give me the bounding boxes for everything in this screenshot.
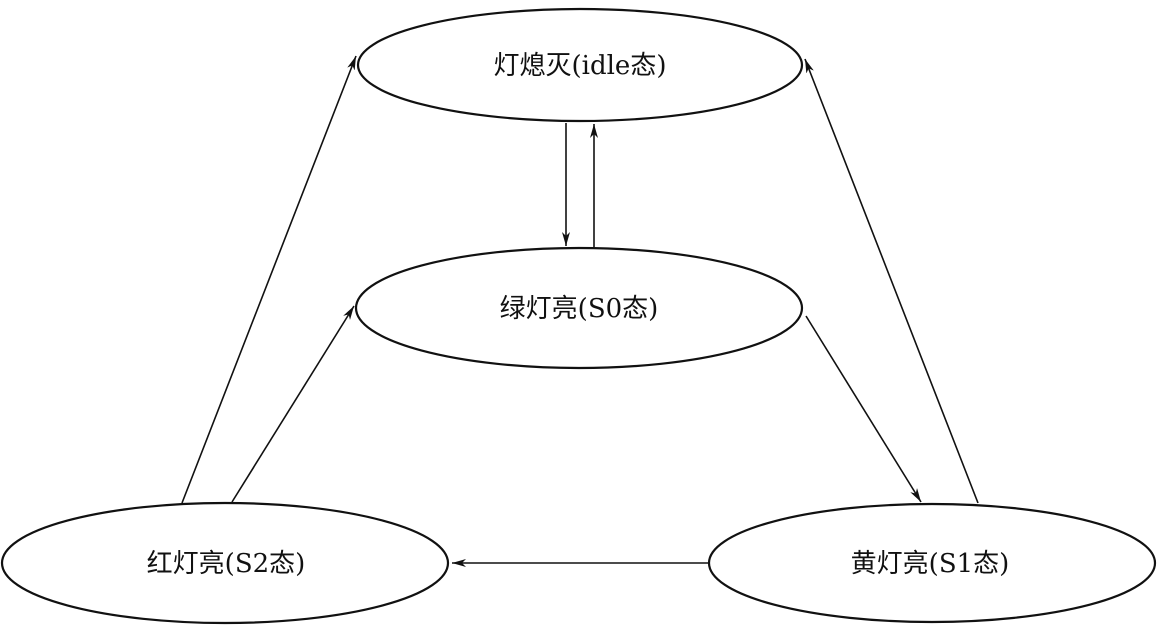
state-idle-ellipse: [356, 7, 804, 123]
state-s0-label: 绿灯亮(S0态): [500, 294, 659, 324]
transition-s1-to-idle: [804, 58, 979, 504]
state-s2: 红灯亮(S2态): [0, 501, 450, 625]
transition-s0-to-s1: [805, 315, 922, 503]
transition-s2-to-s0: [231, 305, 355, 503]
state-s2-label: 红灯亮(S2态): [147, 549, 306, 579]
state-s1-label: 黄灯亮(S1态): [851, 549, 1010, 579]
state-idle-label: 灯熄灭(idle态): [494, 51, 667, 81]
state-s2-ellipse: [0, 501, 450, 625]
state-s0-ellipse: [354, 246, 804, 370]
state-idle: 灯熄灭(idle态): [356, 7, 804, 123]
state-s1: 黄灯亮(S1态): [707, 502, 1157, 624]
transition-s2-to-idle: [181, 55, 357, 504]
state-s1-ellipse: [707, 502, 1157, 624]
state-s0: 绿灯亮(S0态): [354, 246, 804, 370]
